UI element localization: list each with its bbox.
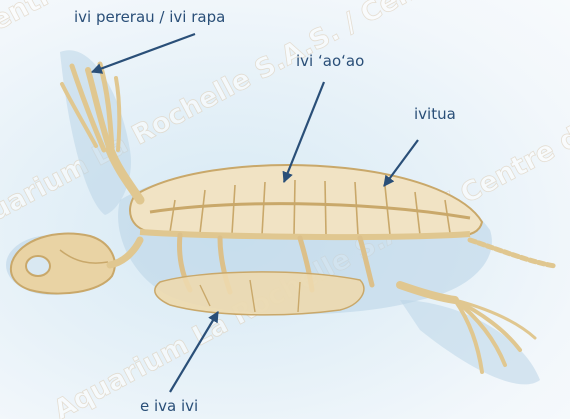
arrow-flipper: [92, 34, 195, 72]
plastron-bones: [155, 272, 364, 315]
label-flipper-bones: ivi pererau / ivi rapa: [74, 8, 225, 26]
label-spine-bones: ivi ʻaoʻao: [296, 52, 364, 70]
label-shell: ivitua: [414, 105, 456, 123]
carapace: [130, 165, 482, 237]
skull: [11, 234, 140, 294]
label-plastron-bones: e iva ivi: [140, 397, 198, 415]
